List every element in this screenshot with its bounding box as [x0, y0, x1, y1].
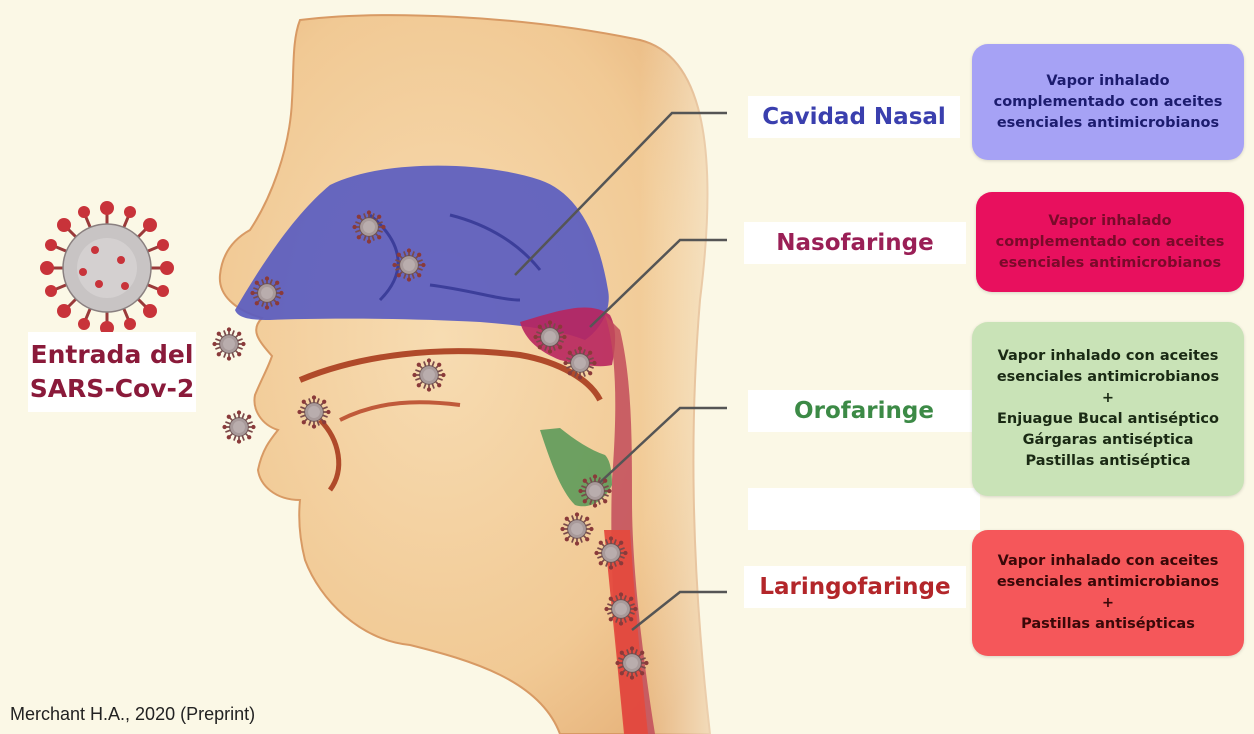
- virus-icon: [560, 512, 593, 545]
- treatment-line: +: [1102, 388, 1114, 409]
- region-label-nasofaringe: Nasofaringe: [744, 222, 966, 264]
- treatment-box-orofaringe: Vapor inhalado con aceites esenciales an…: [972, 322, 1244, 496]
- sars-cov-2-virus-icon: [40, 201, 174, 335]
- virus-icon: [222, 410, 255, 443]
- region-label-laringofaringe: Laringofaringe: [744, 566, 966, 608]
- virus-icon: [615, 646, 648, 679]
- virus-icon: [533, 320, 566, 353]
- treatment-line: esenciales antimicrobianos: [997, 572, 1219, 593]
- treatment-line: Vapor inhalado: [1048, 211, 1171, 232]
- treatment-box-nasofaringe: Vapor inhalado complementado con aceites…: [976, 192, 1244, 292]
- treatment-line: Enjuague Bucal antiséptico: [997, 409, 1219, 430]
- virus-icon: [594, 536, 627, 569]
- treatment-line: Vapor inhalado con aceites: [998, 346, 1219, 367]
- virus-entry-label: Entrada del SARS-Cov-2: [28, 332, 196, 412]
- treatment-line: complementado con aceites: [994, 92, 1223, 113]
- treatment-line: esenciales antimicrobianos: [997, 367, 1219, 388]
- virus-icon: [352, 210, 385, 243]
- treatment-line: esenciales antimicrobianos: [999, 253, 1221, 274]
- treatment-box-cavidad-nasal: Vapor inhalado complementado con aceites…: [972, 44, 1244, 160]
- virus-icon: [412, 358, 445, 391]
- virus-icon: [563, 346, 596, 379]
- treatment-line: esenciales antimicrobianos: [997, 113, 1219, 134]
- treatment-line: Vapor inhalado: [1046, 71, 1169, 92]
- virus-icon: [250, 276, 283, 309]
- virus-icon: [392, 248, 425, 281]
- region-label-cavidad-nasal: Cavidad Nasal: [748, 96, 960, 138]
- treatment-box-laringofaringe: Vapor inhalado con aceites esenciales an…: [972, 530, 1244, 656]
- treatment-line: Pastillas antiséptica: [1025, 451, 1190, 472]
- entry-line-2: SARS-Cov-2: [28, 372, 196, 406]
- blank-label-box: [748, 488, 980, 530]
- region-label-orofaringe: Orofaringe: [748, 390, 980, 432]
- virus-icon: [604, 592, 637, 625]
- treatment-line: complementado con aceites: [996, 232, 1225, 253]
- virus-icon: [578, 474, 611, 507]
- treatment-line: Vapor inhalado con aceites: [998, 551, 1219, 572]
- entry-line-1: Entrada del: [28, 338, 196, 372]
- treatment-line: Pastillas antisépticas: [1021, 614, 1195, 635]
- citation: Merchant H.A., 2020 (Preprint): [10, 704, 255, 725]
- treatment-line: Gárgaras antiséptica: [1023, 430, 1194, 451]
- virus-icon: [297, 395, 330, 428]
- virus-icon: [212, 327, 245, 360]
- treatment-line: +: [1102, 593, 1114, 614]
